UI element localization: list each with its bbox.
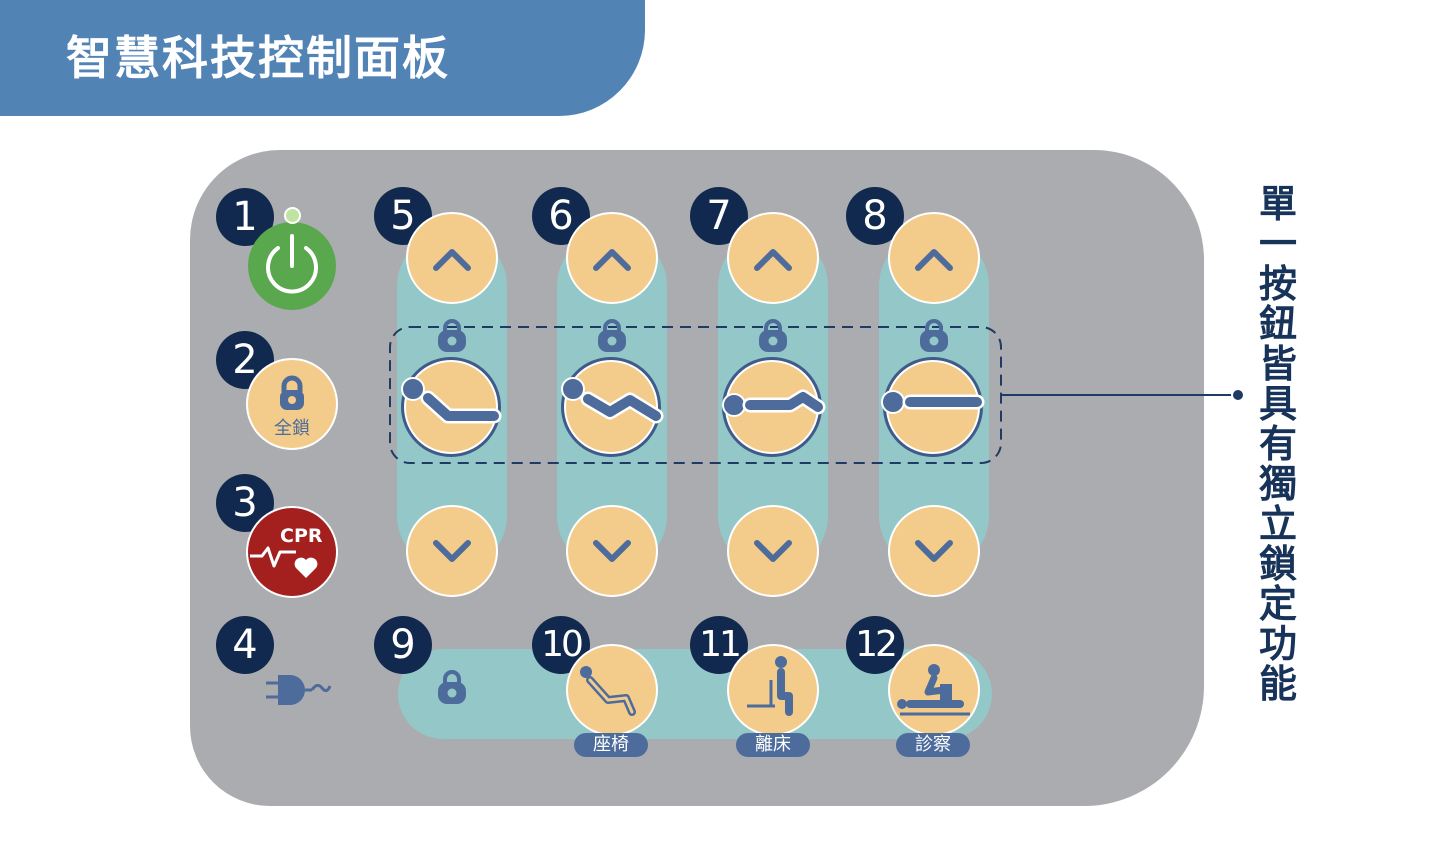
bed-knee-icon	[561, 377, 664, 424]
lock-all-label: 全鎖	[274, 418, 310, 439]
plug-icon	[266, 675, 332, 705]
power-button[interactable]	[248, 222, 336, 310]
number-badge-7: 7	[690, 187, 748, 245]
knee-down-button[interactable]	[566, 505, 658, 597]
exit-bed-preset-button[interactable]	[727, 644, 819, 736]
height-down-button[interactable]	[727, 505, 819, 597]
bed-flat-icon	[881, 390, 985, 414]
lock-icon	[759, 319, 787, 352]
callout-dot	[1231, 388, 1245, 402]
power-icon	[266, 234, 318, 294]
bed-head-up-icon	[401, 377, 502, 424]
head-up-button[interactable]	[406, 212, 498, 304]
independent-lock-frame	[389, 326, 1002, 464]
number-badge-4: 4	[216, 616, 274, 674]
tilt-up-button[interactable]	[888, 212, 980, 304]
lock-all-button[interactable]: 全鎖	[246, 358, 338, 450]
chevron-down-icon	[915, 540, 953, 562]
cpr-heart-icon	[250, 546, 318, 578]
exam-icon	[897, 664, 970, 716]
power-indicator-light	[284, 207, 301, 224]
chair-label: 座椅	[574, 733, 648, 757]
tilt-down-button[interactable]	[888, 505, 980, 597]
page-title: 智慧科技控制面板	[66, 31, 450, 85]
chevron-up-icon	[915, 249, 953, 271]
chevron-down-icon	[433, 540, 471, 562]
number-badge-9: 9	[374, 616, 432, 674]
head-down-button[interactable]	[406, 505, 498, 597]
knee-up-button[interactable]	[566, 212, 658, 304]
stand-up-icon	[747, 656, 793, 716]
title-banner: 智慧科技控制面板	[0, 0, 645, 116]
height-up-button[interactable]	[727, 212, 819, 304]
chevron-up-icon	[754, 249, 792, 271]
head-lock-button[interactable]	[406, 362, 496, 452]
chevron-up-icon	[433, 249, 471, 271]
lock-icon	[598, 319, 626, 352]
independent-lock-callout: 單一按鈕皆具有獨立鎖定功能	[1258, 182, 1297, 706]
lock-icon	[280, 375, 304, 410]
lock-icon	[920, 319, 948, 352]
chevron-down-icon	[754, 540, 792, 562]
cpr-label: CPR	[280, 525, 323, 547]
exit-bed-label: 離床	[736, 733, 810, 757]
chevron-up-icon	[593, 249, 631, 271]
lock-icon	[438, 319, 466, 352]
bed-leg-up-icon	[722, 389, 826, 417]
chevron-down-icon	[593, 540, 631, 562]
cpr-button[interactable]: CPR	[246, 506, 338, 598]
lock-icon	[438, 670, 466, 704]
exam-label: 診察	[896, 733, 970, 757]
chair-icon	[580, 666, 636, 716]
